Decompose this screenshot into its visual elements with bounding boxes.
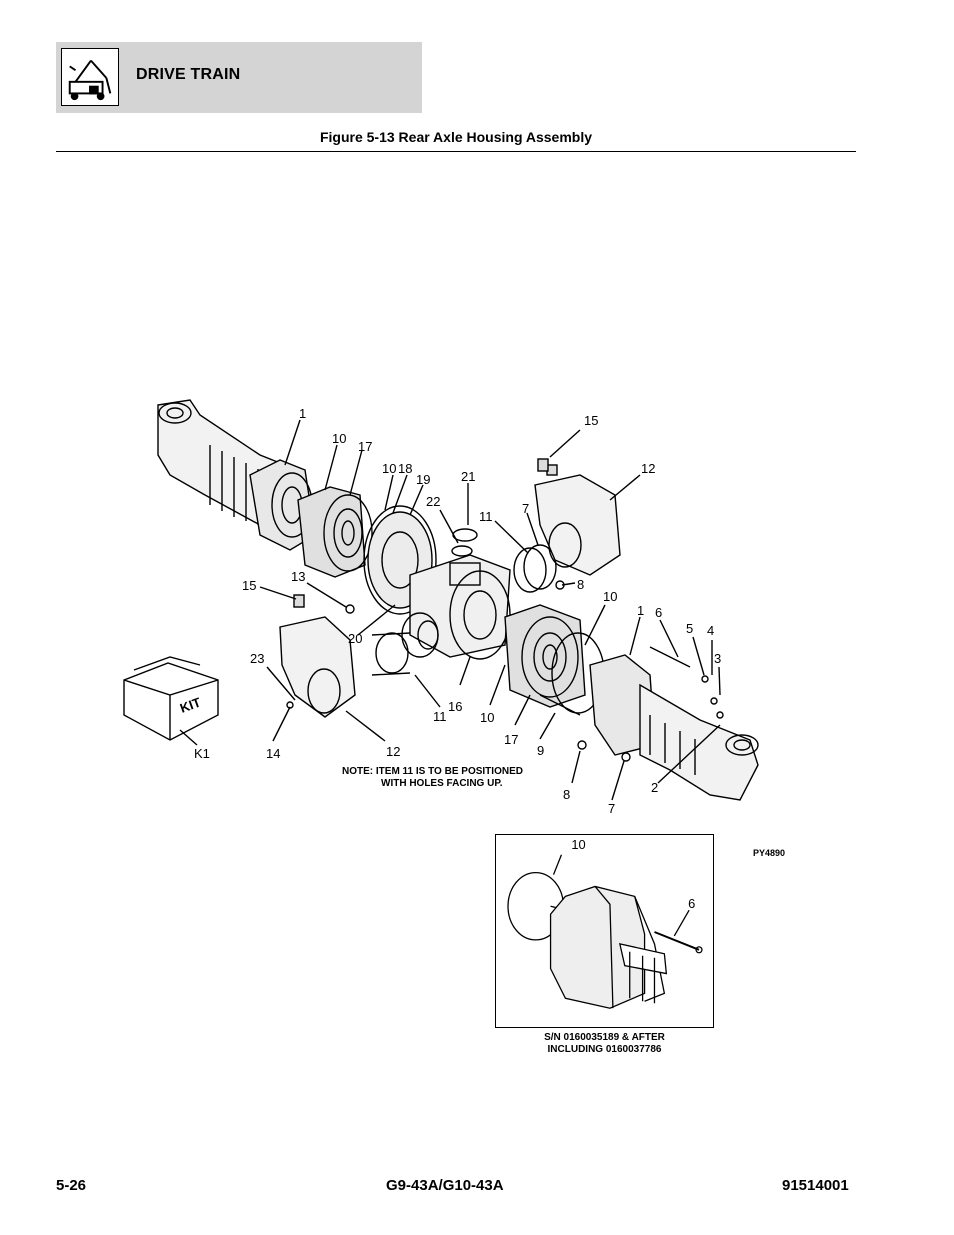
callout-14: 14 bbox=[266, 746, 280, 761]
callout-2: 2 bbox=[651, 780, 658, 795]
page-number: 5-26 bbox=[56, 1177, 87, 1194]
callout-7-lower: 7 bbox=[608, 801, 615, 815]
callout-11-lower: 11 bbox=[433, 709, 447, 724]
callout-16: 16 bbox=[448, 699, 462, 714]
callout-15-upper: 15 bbox=[584, 413, 598, 428]
callout-13: 13 bbox=[291, 569, 305, 584]
inset-caption: S/N 0160035189 & AFTER INCLUDING 0160037… bbox=[495, 1032, 714, 1056]
note-line-1: NOTE: ITEM 11 IS TO BE POSITIONED bbox=[342, 766, 523, 777]
note-line-2: WITH HOLES FACING UP. bbox=[381, 778, 503, 789]
callout-12-lower: 12 bbox=[386, 744, 400, 759]
inset-callout-10: 10 bbox=[571, 837, 585, 852]
header-divider bbox=[56, 151, 856, 152]
callout-17-right: 17 bbox=[504, 732, 518, 747]
callout-17-left: 17 bbox=[358, 439, 372, 454]
callout-10-right: 10 bbox=[603, 589, 617, 604]
callout-18: 18 bbox=[398, 461, 412, 476]
inset-caption-line-1: S/N 0160035189 & AFTER bbox=[544, 1032, 665, 1043]
inset-caption-line-2: INCLUDING 0160037786 bbox=[547, 1044, 662, 1055]
callout-8-upper: 8 bbox=[577, 577, 584, 592]
figure-title: Figure 5-13 Rear Axle Housing Assembly bbox=[319, 129, 593, 145]
kit-box-label: KIT bbox=[178, 695, 203, 716]
callout-20: 20 bbox=[348, 631, 362, 646]
callout-12-upper: 12 bbox=[641, 461, 655, 476]
callout-k1: K1 bbox=[194, 746, 210, 761]
inset-callout-6: 6 bbox=[688, 896, 695, 911]
callout-1-left: 1 bbox=[299, 406, 306, 421]
callout-21: 21 bbox=[461, 469, 475, 484]
forklift-icon bbox=[61, 48, 119, 106]
callout-9: 9 bbox=[537, 743, 544, 758]
callout-23: 23 bbox=[250, 651, 264, 666]
section-title: DRIVE TRAIN bbox=[136, 66, 241, 83]
callout-10-left: 10 bbox=[332, 431, 346, 446]
reference-code: PY4890 bbox=[753, 848, 786, 858]
callout-22: 22 bbox=[426, 494, 440, 509]
callout-5: 5 bbox=[686, 621, 693, 636]
callout-7-upper: 7 bbox=[522, 501, 529, 516]
callout-10-mid: 10 bbox=[382, 461, 396, 476]
callout-4: 4 bbox=[707, 623, 714, 638]
manual-part-number: 91514001 bbox=[782, 1177, 849, 1194]
inset-detail: 10 6 bbox=[495, 834, 714, 1028]
exploded-diagram: KIT 1 10 17 10 18 19 21 22 11 7 15 12 8 … bbox=[110, 395, 800, 816]
assembly-note: NOTE: ITEM 11 IS TO BE POSITIONED WITH H… bbox=[342, 766, 523, 790]
callout-11-upper: 11 bbox=[479, 509, 493, 524]
callout-19: 19 bbox=[416, 472, 430, 487]
callout-6: 6 bbox=[655, 605, 662, 620]
callout-8-lower: 8 bbox=[563, 787, 570, 802]
model-number: G9-43A/G10-43A bbox=[386, 1177, 504, 1194]
section-header: DRIVE TRAIN bbox=[56, 42, 422, 113]
callout-10-lower: 10 bbox=[480, 710, 494, 725]
callout-1-right: 1 bbox=[637, 603, 644, 618]
callout-3: 3 bbox=[714, 651, 721, 666]
callout-15-lower: 15 bbox=[242, 578, 256, 593]
